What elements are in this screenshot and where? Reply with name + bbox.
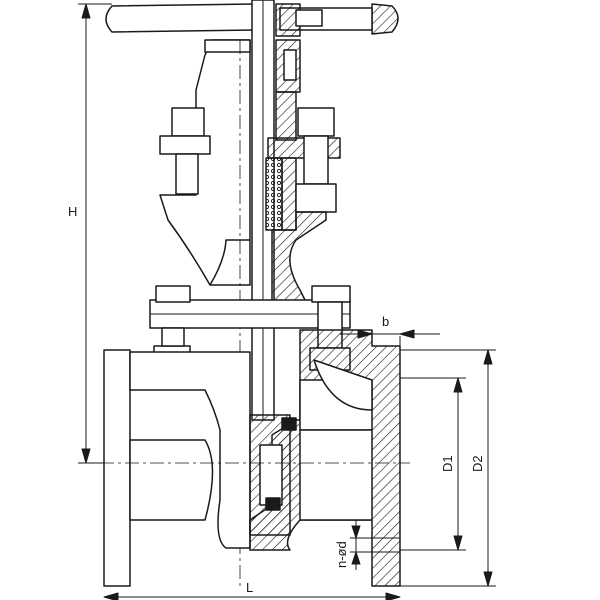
dim-nd-arrow-bottom (351, 551, 361, 565)
handwheel-rim-left (105, 3, 259, 33)
gland-bolt-shank-right (303, 135, 329, 185)
dim-b-arrow-right (399, 329, 415, 339)
body-right-bore (299, 429, 373, 521)
dim-d2-arrow-top (483, 349, 493, 365)
dim-label-nd: n-ød (334, 541, 349, 568)
dim-label-d1: D1 (440, 455, 455, 472)
body-left-bore (129, 439, 214, 521)
yoke-right-arm (275, 91, 297, 141)
seat-ring-bottom (265, 497, 281, 511)
dim-d1-arrow-bottom (453, 535, 463, 551)
bonnet (209, 211, 327, 311)
flange-left (103, 349, 131, 587)
dim-b-arrow-left (357, 329, 373, 339)
gland-bolt-nut-left-top (171, 107, 205, 137)
handwheel-hub (275, 3, 301, 37)
dim-label-l: L (246, 580, 253, 595)
body-left-wall (129, 351, 251, 549)
wedge-face (259, 444, 283, 506)
handwheel-rim-right (371, 3, 399, 35)
dim-d2-arrow-bottom (483, 571, 493, 587)
gland-bolt-washer-left (159, 135, 211, 155)
body-right-upper-cavity (313, 359, 373, 411)
seat-ring-top (281, 417, 297, 431)
dim-h-arrow-top (81, 3, 91, 19)
dim-h-arrow-bottom (81, 448, 91, 464)
yoke-top-cap (204, 39, 251, 53)
dim-l-arrow-left (103, 592, 119, 600)
gland-bolts (159, 107, 337, 213)
yoke-left (159, 39, 251, 286)
bonnet-section (271, 211, 327, 311)
packing-box (265, 157, 283, 231)
dim-label-d2: D2 (470, 455, 485, 472)
bonnet-bolt-nut-left-top (155, 285, 191, 303)
dim-label-b: b (382, 314, 389, 329)
dim-d1-arrow-top (453, 377, 463, 393)
wedge (249, 414, 297, 536)
dim-l-arrow-right (385, 592, 401, 600)
gland-bolt-shank-left (175, 153, 199, 195)
handwheel-nut (295, 9, 323, 27)
bonnet-bolt-nut-right-top (311, 285, 351, 303)
gland-bolt-nut-right-top (297, 107, 335, 137)
stuffing-box-wall (281, 157, 297, 231)
bonnet-outline-left (209, 239, 250, 286)
yoke-bushing-insert (283, 49, 297, 81)
bonnet-bolt-shank-left (161, 327, 185, 347)
dim-nd-arrow-top (351, 525, 361, 539)
body-left (103, 349, 251, 587)
yoke (159, 39, 301, 286)
gland-bolt-nut-right-bottom (295, 183, 337, 213)
handwheel (105, 3, 399, 37)
dim-label-h: H (68, 204, 77, 219)
dimension-lines (78, 3, 496, 600)
